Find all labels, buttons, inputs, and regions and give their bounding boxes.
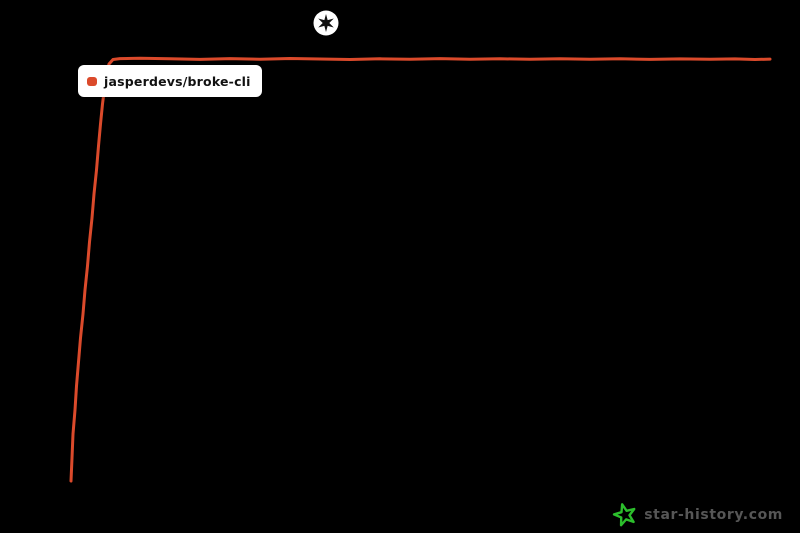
logo-star-shape (318, 14, 334, 32)
legend: jasperdevs/broke-cli (78, 65, 262, 97)
six-pointed-star-icon (313, 10, 339, 36)
legend-label: jasperdevs/broke-cli (104, 73, 251, 89)
green-star-icon (613, 503, 636, 527)
star-logo (311, 8, 341, 38)
series-line (69, 56, 772, 483)
watermark: star-history.com (612, 502, 783, 528)
watermark-text: star-history.com (644, 507, 783, 523)
green-star-outline (613, 503, 636, 527)
legend-marker (87, 76, 97, 86)
